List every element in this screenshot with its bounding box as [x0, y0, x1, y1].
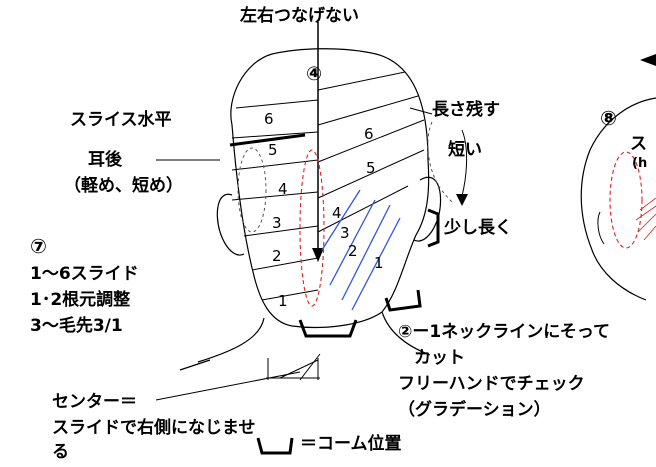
right-slice-1: 1	[374, 254, 384, 272]
comb-position-label: ＝コーム位置	[300, 434, 402, 454]
slice-horizontal-label: スライス水平	[70, 110, 172, 130]
left-slice-1: 1	[278, 292, 288, 310]
short-arrow-head	[456, 194, 468, 206]
right-slice-5: 5	[366, 159, 376, 177]
center-line1: センター＝	[52, 392, 137, 412]
right-dashed-curve	[427, 121, 455, 205]
neck-right-outline	[381, 311, 431, 356]
left-slice-5: 5	[268, 141, 278, 159]
head-outline	[230, 48, 430, 329]
center-line2: スライドで右側になじませ	[52, 418, 256, 438]
right-slice-4: 4	[332, 204, 342, 222]
comb-marker-bottom	[298, 319, 358, 338]
step8-partial-2: (h	[632, 156, 648, 171]
blue-guide-lines	[321, 189, 401, 311]
short-arrow	[461, 129, 468, 197]
ear-dashed-ellipse	[237, 147, 267, 233]
right-slice-6: 6	[364, 125, 374, 143]
red-dashed-ellipse-1	[299, 149, 325, 307]
leave-long-pointer	[409, 107, 433, 115]
left-slice-6: 6	[264, 110, 274, 128]
circle-4-label: ④	[306, 63, 323, 85]
right-slice-lines	[317, 71, 425, 233]
step8-circle: ⑧	[600, 106, 617, 130]
step2-line2: カット	[414, 348, 465, 368]
center-line3: る	[52, 442, 69, 462]
red-dashed-ellipse-2	[609, 151, 643, 249]
ear-back-label-1: 耳後	[88, 150, 122, 170]
left-ear	[216, 193, 245, 256]
step2-line4: （グラデーション）	[398, 400, 551, 420]
comb-marker-right	[384, 289, 422, 312]
left-slice-2: 2	[272, 247, 282, 265]
step7-line2: 1･2根元調整	[30, 290, 131, 310]
left-slice-4: 4	[278, 180, 288, 198]
step7-line1: 1～6スライド	[30, 264, 139, 284]
slightly-long-label: 少し長く	[444, 218, 512, 238]
leave-long-label: 長さ残す	[432, 100, 500, 120]
bracket-slightly-long	[427, 208, 440, 248]
neck-detail	[266, 353, 321, 381]
title-no-join: 左右つなげない	[240, 6, 359, 26]
left-slice-3: 3	[272, 214, 282, 232]
center-arrow-head	[312, 248, 324, 262]
comb-marker-legend	[256, 437, 294, 455]
right-slice-3: 3	[340, 224, 350, 242]
step2-line1: ②ー1ネックラインにそって	[398, 322, 611, 342]
short-label: 短い	[448, 140, 482, 160]
right-slice-2: 2	[348, 242, 358, 260]
ear-back-label-2: （軽め、短め）	[64, 176, 183, 196]
center-pointer	[155, 371, 301, 401]
step7-circle: ⑦	[30, 234, 47, 258]
second-head-red-lines	[635, 197, 656, 241]
neck-outline	[179, 317, 265, 371]
step8-partial: ス	[630, 134, 647, 154]
left-slice-lines	[231, 99, 319, 301]
second-head-ear	[597, 211, 605, 245]
step7-line3: 3～毛先3/1	[30, 316, 123, 336]
second-head-outline	[580, 97, 656, 301]
bold-slice-line	[229, 133, 306, 147]
step2-line3: フリーハンドでチェック	[398, 374, 585, 394]
